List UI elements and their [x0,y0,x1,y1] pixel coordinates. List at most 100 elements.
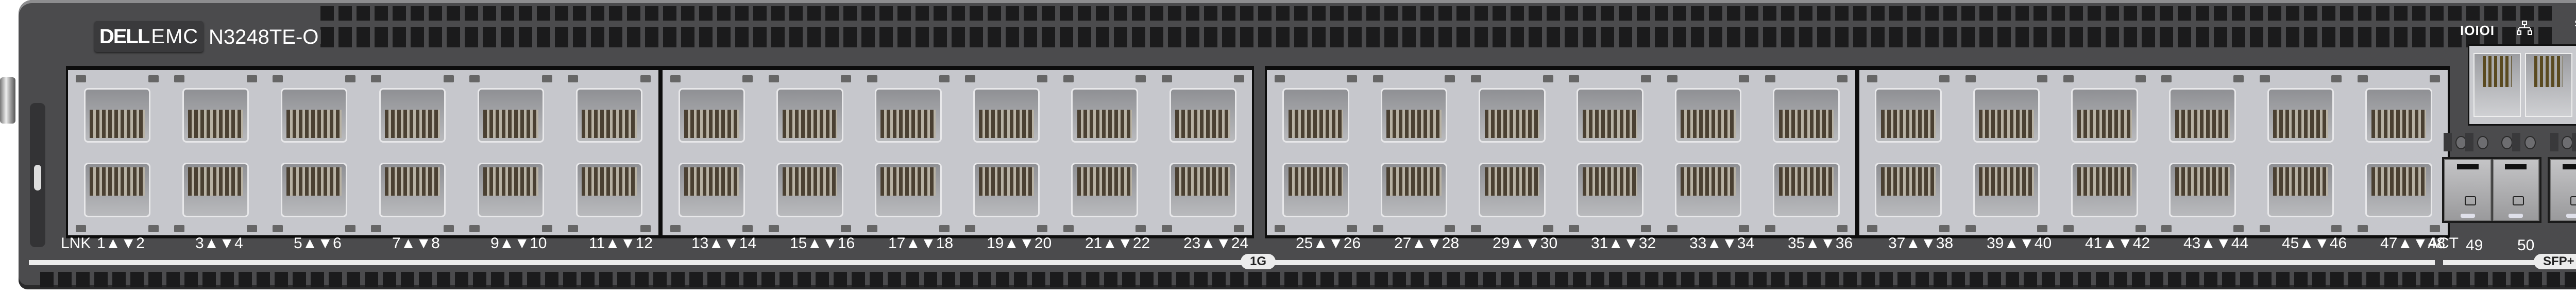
left-thumbscrew [0,77,15,124]
rj45-port-13[interactable] [663,70,761,153]
vent-slot [1997,6,2011,21]
rj45-port-8[interactable] [363,153,462,236]
vent-slot [761,272,775,287]
vent-slot [1943,6,1957,21]
vent-slot [1861,272,1875,287]
port-pair-label: 9▲▼10 [490,235,547,252]
vent-slot [1096,6,1109,21]
port-pair-label: 21▲▼22 [1085,235,1150,252]
rj45-port-11[interactable] [560,70,658,153]
vent-slot [375,6,388,21]
rj45-port-26[interactable] [1267,153,1365,236]
vent-slot [1961,6,1975,21]
sfp-port-50[interactable] [2492,159,2539,221]
vent-slot [1284,272,1298,287]
rj45-port-29[interactable] [1463,70,1561,153]
rj45-port-2[interactable] [68,153,166,236]
rj45-port-25[interactable] [1267,70,1365,153]
rj45-port-36[interactable] [1757,153,1855,236]
rj45-port-40[interactable] [1957,153,2055,236]
vent-slot [663,6,676,21]
vent-slot [906,272,919,287]
rj45-port-1[interactable] [68,70,166,153]
rj45-port-6[interactable] [265,153,363,236]
rj45-port-5[interactable] [265,70,363,153]
vent-slot [2250,27,2263,47]
vent-slot [555,6,568,21]
rj45-port-20[interactable] [957,153,1056,236]
vent-slot [952,6,965,21]
rj45-port-28[interactable] [1365,153,1463,236]
rj45-port-9[interactable] [462,70,560,153]
sfp-port-51[interactable] [2550,159,2576,221]
rj45-port-3[interactable] [166,70,265,153]
rj45-port-42[interactable] [2056,153,2154,236]
rj45-port-41[interactable] [2056,70,2154,153]
vent-slot [2312,272,2326,287]
vent-slot [2484,27,2498,47]
vent-slot [1447,272,1460,287]
rj45-port-44[interactable] [2154,153,2251,236]
rj45-port-23[interactable] [1154,70,1252,153]
vent-slot [1529,6,1542,21]
vent-slot [1186,6,1199,21]
vent-slot [2565,272,2576,287]
rj45-port-43[interactable] [2154,70,2251,153]
rj45-port-14[interactable] [663,153,761,236]
vent-slot [599,272,613,287]
vent-slot [1619,27,1632,47]
vent-slot [1438,27,1452,47]
rj45-port-4[interactable] [166,153,265,236]
rj45-port-34[interactable] [1659,153,1757,236]
vent-slot [1789,272,1803,287]
rj45-port-45[interactable] [2251,70,2349,153]
rj45-port-18[interactable] [859,153,957,236]
rj45-port-35[interactable] [1757,70,1855,153]
vent-slot [834,272,847,287]
vent-slot [2286,27,2299,47]
vent-slot [1619,6,1632,21]
rj45-port-22[interactable] [1056,153,1154,236]
rj45-port-46[interactable] [2251,153,2349,236]
rj45-port-47[interactable] [2350,70,2448,153]
rj45-port-16[interactable] [761,153,859,236]
vent-slot [1302,272,1316,287]
mgmt-ethernet-port[interactable] [2525,53,2572,117]
sfp-port-49[interactable] [2444,159,2492,221]
rj45-port-39[interactable] [1957,70,2055,153]
rj45-block-4 [1857,66,2450,238]
port-pair-label: 47▲▼48 [2380,235,2446,252]
rj45-port-21[interactable] [1056,70,1154,153]
vent-slot [1601,27,1614,47]
vent-slot [689,272,703,287]
rj45-port-12[interactable] [560,153,658,236]
vent-slot [2466,6,2480,21]
rj45-port-37[interactable] [1859,70,1957,153]
rj45-port-15[interactable] [761,70,859,153]
rj45-port-38[interactable] [1859,153,1957,236]
mgmt-serial-port[interactable] [2473,53,2521,117]
rj45-port-31[interactable] [1561,70,1659,153]
vent-slot [1529,27,1542,47]
vent-slot [1140,272,1154,287]
rj45-block-3 [1265,66,1857,238]
vent-slot [1150,27,1163,47]
vent-slot [411,6,424,21]
vent-slot [1438,6,1452,21]
vent-slot [635,272,649,287]
rj45-port-33[interactable] [1659,70,1757,153]
rj45-port-7[interactable] [363,70,462,153]
rj45-port-30[interactable] [1463,153,1561,236]
vent-slot [888,272,901,287]
vent-slot [1078,27,1091,47]
rj45-port-48[interactable] [2350,153,2448,236]
vent-slot [257,272,270,287]
rj45-port-32[interactable] [1561,153,1659,236]
rj45-port-19[interactable] [957,70,1056,153]
rj45-port-27[interactable] [1365,70,1463,153]
rj45-port-10[interactable] [462,153,560,236]
rj45-port-24[interactable] [1154,153,1252,236]
vent-slot [1807,272,1821,287]
vent-slot [2214,6,2227,21]
rj45-port-17[interactable] [859,70,957,153]
